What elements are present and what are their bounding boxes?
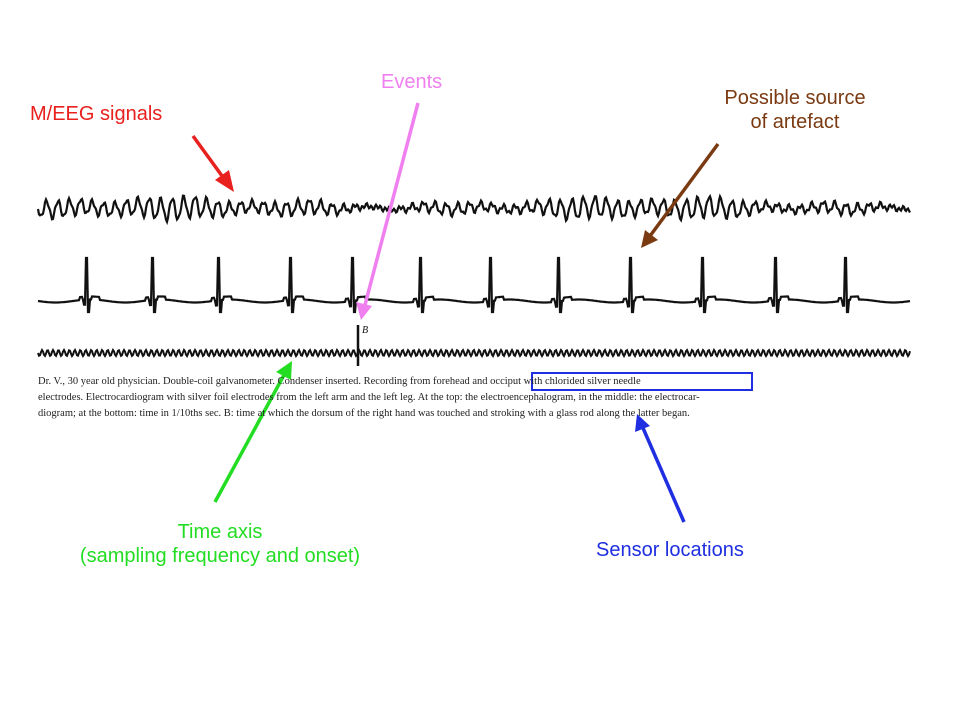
sensor-locations-label: Sensor locations bbox=[596, 539, 744, 561]
ecg-trace bbox=[37, 256, 911, 314]
time-axis-label: Time axis (sampling frequency and onset) bbox=[40, 520, 400, 568]
sensor-location-box bbox=[531, 372, 753, 391]
event-marker-label: B bbox=[362, 325, 368, 336]
events-label: Events bbox=[381, 71, 443, 93]
artefact-label: Possible source of artefact bbox=[700, 86, 890, 134]
artefact-label-line2: of artefact bbox=[750, 111, 840, 133]
time-axis-label-line1: Time axis bbox=[177, 521, 263, 543]
artefact-arrowhead bbox=[641, 230, 658, 248]
events-arrowhead bbox=[356, 302, 372, 320]
eeg-trace bbox=[36, 193, 911, 226]
time-trace bbox=[37, 347, 911, 359]
figure-caption: Dr. V., 30 year old physician. Double-co… bbox=[38, 374, 918, 422]
artefact-arrow bbox=[648, 142, 720, 238]
signals-arrowhead bbox=[215, 170, 234, 192]
sensors-arrowhead bbox=[635, 414, 650, 432]
caption-line-1: Dr. V., 30 year old physician. Double-co… bbox=[38, 376, 641, 387]
events-arrow bbox=[363, 102, 420, 306]
caption-line-2: electrodes. Electrocardiogram with silve… bbox=[38, 392, 700, 403]
signals-label: M/EEG signals bbox=[30, 103, 163, 125]
caption-line-3: diogram; at the bottom: time in 1/10ths … bbox=[38, 408, 690, 419]
artefact-label-line1: Possible source bbox=[724, 87, 866, 109]
sensors-arrow bbox=[641, 427, 686, 523]
time-axis-label-line2: (sampling frequency and onset) bbox=[79, 545, 361, 567]
time-arrowhead bbox=[276, 361, 292, 380]
time-arrow bbox=[213, 374, 286, 503]
signals-arrow bbox=[191, 134, 227, 182]
